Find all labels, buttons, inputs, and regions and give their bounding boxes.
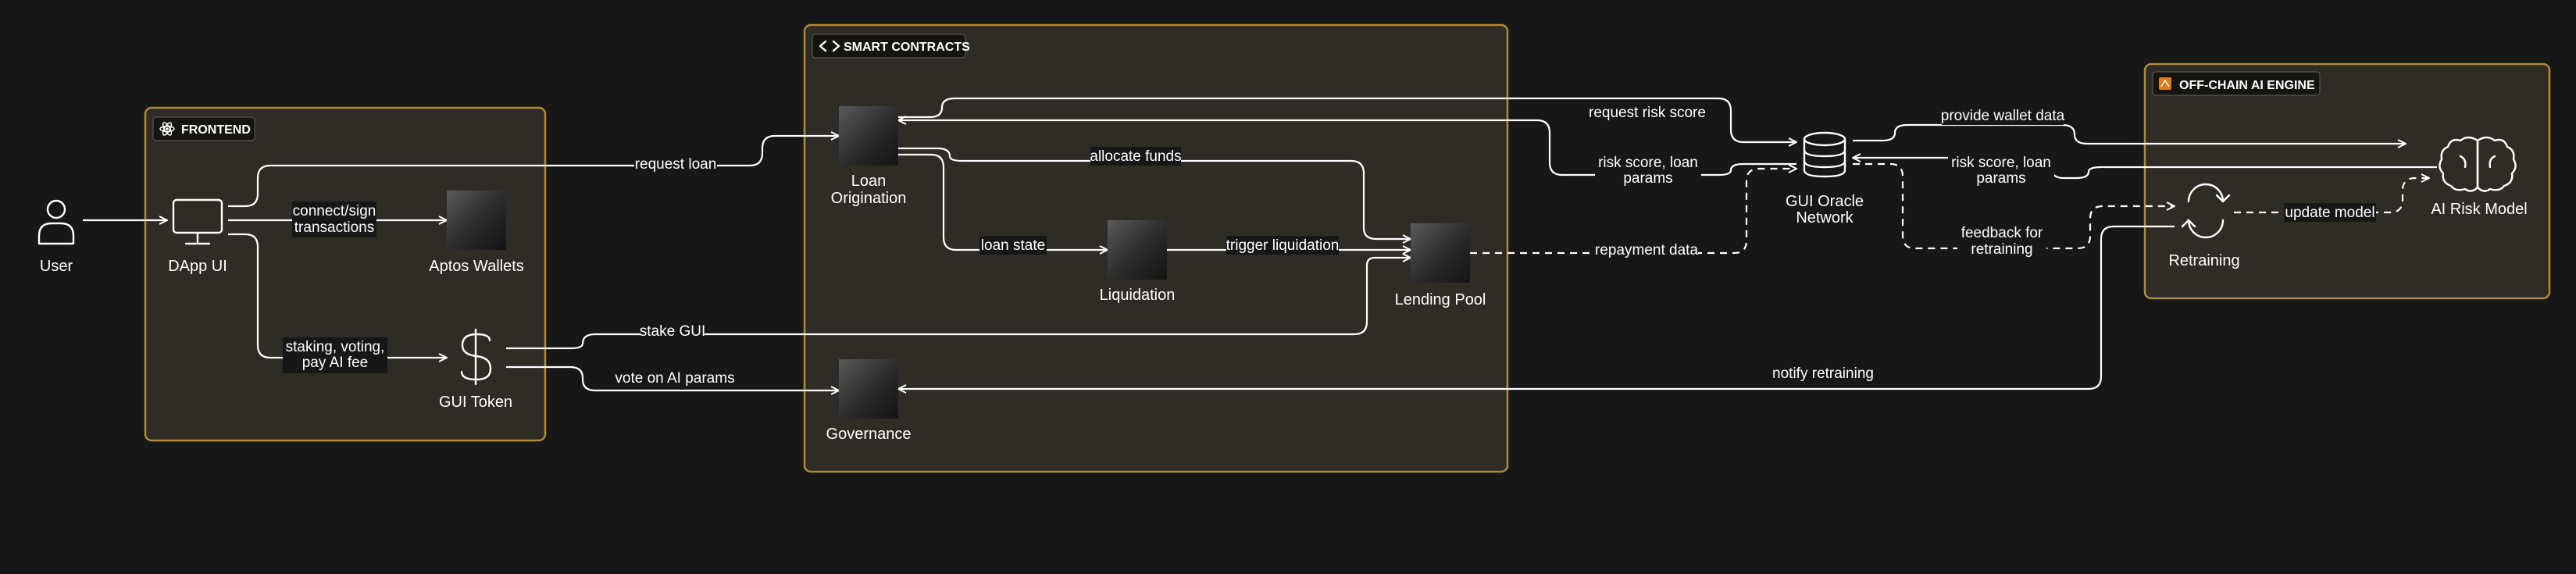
node-lending-pool[interactable]: Lending Pool — [1395, 223, 1486, 308]
governance-tile-icon — [839, 359, 898, 419]
label-risk-loan-b2: params — [1976, 170, 2025, 187]
aws-icon — [2159, 77, 2171, 90]
lending-pool-tile-icon — [1411, 223, 1470, 283]
edge-loan-pool — [898, 147, 1411, 239]
node-gui-oracle[interactable]: GUI Oracle Network — [1786, 131, 1864, 226]
label-update-model: update model — [2285, 205, 2374, 221]
node-user[interactable]: User — [37, 199, 75, 275]
liquidation-tile-icon — [1108, 220, 1167, 280]
group-label-offchain-ai: OFF-CHAIN AI ENGINE — [2179, 79, 2315, 92]
refresh-icon — [2181, 183, 2231, 239]
node-label-oracle-1: GUI Oracle — [1786, 193, 1864, 210]
group-label-smart-contracts: SMART CONTRACTS — [844, 41, 970, 54]
label-stake-gui: stake GUI — [640, 323, 705, 340]
brain-icon — [2439, 136, 2517, 192]
node-retraining[interactable]: Retraining — [2168, 183, 2240, 269]
node-label-dapp-ui: DApp UI — [168, 258, 227, 275]
node-label-loan-2: Origination — [831, 190, 907, 207]
label-request-loan: request loan — [635, 156, 717, 173]
label-allocate-funds: allocate funds — [1090, 148, 1181, 165]
label-provide-wallet: provide wallet data — [1941, 108, 2065, 124]
user-icon — [37, 199, 75, 245]
label-staking-1: staking, voting, — [286, 339, 385, 355]
node-label-retraining: Retraining — [2168, 252, 2239, 269]
edge-labels: request loan connect/sign transactions s… — [283, 103, 2376, 387]
node-label-gui-token: GUI Token — [439, 394, 512, 411]
node-liquidation[interactable]: Liquidation — [1100, 220, 1176, 304]
node-loan-origination[interactable]: Loan Origination — [831, 106, 907, 207]
edge-retraining-ai — [2234, 178, 2429, 214]
edge-pool-oracle — [1470, 169, 1796, 255]
group-offchain-ai: OFF-CHAIN AI ENGINE — [2143, 62, 2551, 300]
react-icon — [159, 122, 175, 136]
label-repayment-data: repayment data — [1595, 242, 1698, 258]
label-trigger-liquidation: trigger liquidation — [1226, 237, 1340, 254]
label-risk-loan-b1: risk score, loan — [1951, 155, 2051, 171]
node-dapp-ui[interactable]: DApp UI — [168, 198, 227, 275]
node-label-oracle-2: Network — [1796, 209, 1854, 226]
edge-loan-oracle — [898, 97, 1796, 142]
edge-dapp-token — [228, 233, 447, 358]
node-aptos-wallets[interactable]: Aptos Wallets — [429, 191, 524, 275]
label-feedback-2: retraining — [1971, 241, 2032, 258]
edge-token-governance — [506, 365, 839, 390]
label-risk-loan-1: risk score, loan — [1598, 155, 1698, 171]
node-label-governance: Governance — [826, 426, 912, 443]
monitor-icon — [172, 198, 223, 245]
edge-loan-liquidation — [898, 153, 1108, 250]
node-gui-token[interactable]: GUI Token — [439, 328, 512, 411]
node-label-loan-1: Loan — [851, 173, 887, 190]
loan-origination-tile-icon — [839, 106, 898, 166]
label-connect-2: transactions — [294, 219, 374, 236]
label-staking-2: pay AI fee — [302, 355, 369, 371]
node-label-user: User — [40, 258, 73, 275]
node-label-ai-risk-model: AI Risk Model — [2431, 201, 2527, 218]
label-notify-retraining: notify retraining — [1772, 365, 1874, 382]
label-loan-state: loan state — [981, 237, 1045, 254]
group-label-frontend: FRONTEND — [181, 123, 251, 137]
database-icon — [1803, 131, 1846, 178]
label-vote-ai: vote on AI params — [615, 370, 734, 387]
node-label-aptos-wallets: Aptos Wallets — [429, 258, 524, 275]
node-ai-risk-model[interactable]: AI Risk Model — [2431, 136, 2528, 218]
label-risk-loan-2: params — [1623, 170, 1672, 187]
edge-oracle-loan — [898, 120, 1796, 176]
wallet-tile-icon — [447, 191, 506, 250]
label-connect-1: connect/sign — [293, 203, 376, 219]
label-request-risk: request risk score — [1589, 105, 1706, 121]
dollar-icon — [460, 328, 492, 386]
code-icon — [819, 40, 840, 52]
node-label-liquidation: Liquidation — [1100, 287, 1176, 304]
edge-token-pool — [506, 258, 1411, 350]
node-governance[interactable]: Governance — [826, 359, 912, 443]
edge-retraining-governance — [898, 225, 2175, 389]
node-label-lending-pool: Lending Pool — [1395, 291, 1486, 308]
label-feedback-1: feedback for — [1961, 225, 2043, 241]
edge-dapp-loan — [228, 136, 839, 208]
